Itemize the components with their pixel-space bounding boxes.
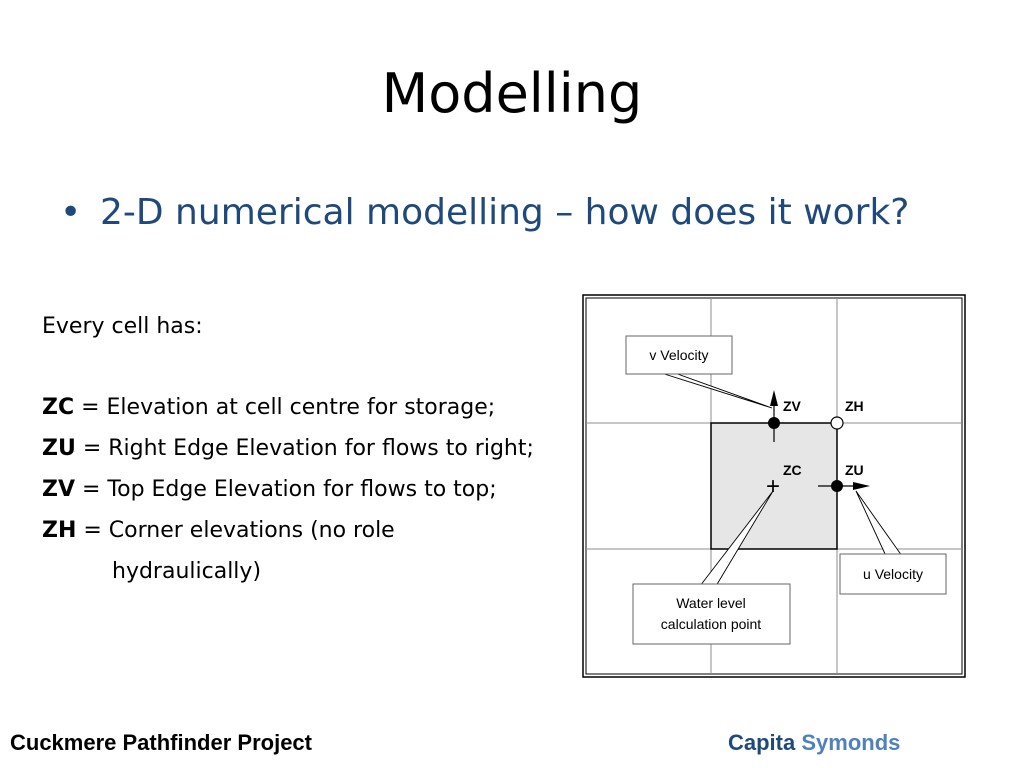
company-name-part1: Capita xyxy=(728,730,796,755)
cell-description: Every cell has: ZC = Elevation at cell c… xyxy=(42,306,534,592)
company-name-part2: Symonds xyxy=(801,730,901,755)
bullet-text: 2-D numerical modelling – how does it wo… xyxy=(100,192,910,233)
item-code: ZU xyxy=(42,436,76,461)
item-code: ZV xyxy=(42,477,75,502)
zu-point xyxy=(831,480,843,492)
item-text: = Top Edge Elevation for flows to top; xyxy=(74,477,497,502)
zc-marker-icon: + xyxy=(766,473,780,500)
footer-company-logo: Capita Symonds xyxy=(728,730,900,756)
bullet-dot-icon: • xyxy=(60,192,82,233)
v-velocity-pointer xyxy=(657,371,773,409)
u-velocity-label: u Velocity xyxy=(863,566,923,582)
footer-project-name: Cuckmere Pathfinder Project xyxy=(10,730,312,755)
intro-text: Every cell has: xyxy=(42,314,203,339)
item-zh-continuation: hydraulically) xyxy=(112,559,262,584)
zh-point xyxy=(830,416,844,430)
water-level-label-line2: calculation point xyxy=(661,616,762,632)
zu-label: ZU xyxy=(845,462,864,478)
item-code: ZH xyxy=(42,518,77,543)
water-level-box xyxy=(632,583,791,645)
grid-cell-diagram: ZV ZH + ZC ZU v Velocity u Velocity Wate… xyxy=(582,294,966,678)
item-zv: ZV = Top Edge Elevation for flows to top… xyxy=(42,469,534,510)
item-text: = Elevation at cell centre for storage; xyxy=(74,395,496,420)
slide-title: Modelling xyxy=(381,62,643,125)
bullet-item: • 2-D numerical modelling – how does it w… xyxy=(60,192,909,233)
v-velocity-label: v Velocity xyxy=(649,347,708,363)
item-zu: ZU = Right Edge Elevation for flows to r… xyxy=(42,428,534,469)
water-level-pointer xyxy=(699,490,774,587)
item-zh: ZH = Corner elevations (no role xyxy=(42,510,534,551)
zv-point xyxy=(768,417,780,429)
item-text: = Corner elevations (no role xyxy=(76,518,395,543)
zv-arrow-head-icon xyxy=(770,390,778,406)
water-level-label-line1: Water level xyxy=(676,595,746,611)
item-text: = Right Edge Elevation for flows to righ… xyxy=(75,436,534,461)
zh-label: ZH xyxy=(845,398,864,414)
diagram-frame-inner xyxy=(585,297,963,675)
zv-label: ZV xyxy=(783,398,802,414)
u-velocity-pointer xyxy=(855,490,903,557)
u-velocity-box xyxy=(839,553,947,595)
v-velocity-box xyxy=(625,335,733,375)
item-code: ZC xyxy=(42,395,75,420)
item-zc: ZC = Elevation at cell centre for storag… xyxy=(42,387,534,428)
zc-label: ZC xyxy=(783,462,802,478)
zu-arrow-head-icon xyxy=(853,482,870,490)
